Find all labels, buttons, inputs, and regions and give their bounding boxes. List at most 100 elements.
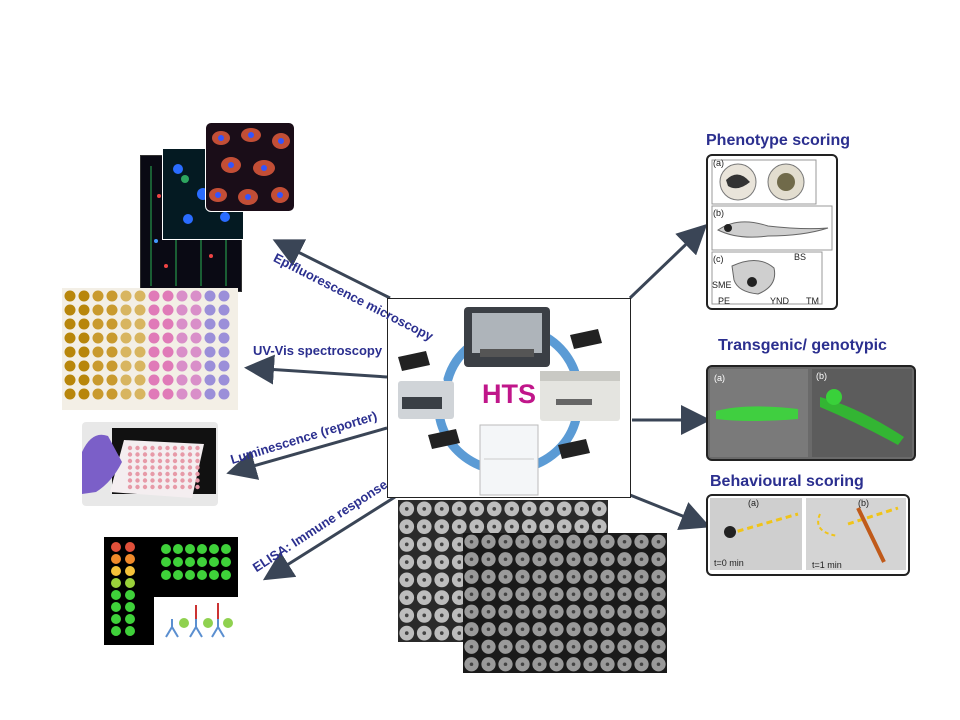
larva-mark xyxy=(439,613,444,618)
label-phenotype: Phenotype scoring xyxy=(706,132,851,149)
luminescence-well xyxy=(127,471,133,477)
larva-mark xyxy=(404,524,409,529)
larva-mark xyxy=(422,507,427,511)
elisa-well xyxy=(185,557,195,567)
phenotype-panel: (a) (b) (c) BS SME PE YND TM xyxy=(706,154,838,310)
larva-mark xyxy=(422,560,427,564)
elisa-well xyxy=(221,544,231,554)
luminescence-well xyxy=(195,484,200,490)
larva-mark xyxy=(537,609,542,614)
elisa-well xyxy=(185,544,195,554)
uvvis-well xyxy=(120,360,132,372)
larva-mark xyxy=(457,613,462,618)
phenotype-ynd: YND xyxy=(770,296,790,306)
elisa-well xyxy=(111,626,121,636)
plate-reader xyxy=(540,371,620,421)
larva-mark xyxy=(656,557,661,562)
uvvis-well xyxy=(204,304,216,316)
uvvis-well xyxy=(78,318,90,330)
elisa-well xyxy=(185,570,195,580)
larva-mark xyxy=(588,592,593,597)
larva-mark xyxy=(520,644,525,649)
uvvis-well xyxy=(204,374,216,386)
larva-mark xyxy=(422,613,427,618)
uvvis-well xyxy=(120,304,132,316)
larva-mark xyxy=(469,644,474,649)
uvvis-well xyxy=(78,374,90,386)
larva-mark xyxy=(554,539,559,544)
larva-mark xyxy=(656,574,661,579)
elisa-well xyxy=(197,544,207,554)
uvvis-well xyxy=(190,304,202,316)
behavioural-panel: (a) (b) t=0 min t=1 min xyxy=(706,494,910,576)
larva-mark xyxy=(486,592,491,597)
larva-mark xyxy=(639,592,644,597)
larva-mark xyxy=(588,644,593,649)
larva-mark xyxy=(537,574,542,579)
larva-mark xyxy=(486,627,491,632)
larva-mark xyxy=(404,613,409,618)
uvvis-well xyxy=(218,374,230,386)
uvvis-well xyxy=(148,388,160,400)
phenotype-pe: PE xyxy=(718,296,731,306)
uvvis-well xyxy=(134,332,146,344)
elisa-image xyxy=(104,537,238,645)
label-transgenic: Transgenic/ genotypic xyxy=(718,337,887,354)
uvvis-well xyxy=(106,318,118,330)
larva-mark xyxy=(404,595,409,600)
larva-mark xyxy=(439,507,444,511)
larva-mark xyxy=(571,609,576,614)
larva-mark xyxy=(439,631,444,635)
uvvis-well xyxy=(134,388,146,400)
uvvis-well xyxy=(92,332,104,344)
luminescence-well xyxy=(195,445,200,451)
larva-mark xyxy=(571,627,576,632)
larva-mark xyxy=(537,662,542,667)
uvvis-well xyxy=(148,360,160,372)
larva-mark xyxy=(520,539,525,544)
luminescence-well xyxy=(150,458,155,464)
larva-mark xyxy=(571,592,576,597)
larva-mark xyxy=(579,524,584,529)
uvvis-well xyxy=(78,290,90,302)
uvvis-well xyxy=(162,290,174,302)
larva-mark xyxy=(422,524,427,529)
luminescence-well xyxy=(165,445,170,451)
luminescence-well xyxy=(127,484,133,490)
larva-mark xyxy=(404,560,409,564)
larva-mark xyxy=(588,574,593,579)
luminescence-well xyxy=(172,484,178,490)
larva-mark xyxy=(639,539,644,544)
larva-mark xyxy=(486,609,491,614)
luminescence-well xyxy=(180,465,185,470)
luminescence-well xyxy=(180,452,185,457)
larva-mark xyxy=(571,644,576,649)
transgenic-b: (b) xyxy=(816,371,827,381)
uvvis-well xyxy=(162,304,174,316)
larva-mark xyxy=(520,662,525,667)
larva-mark xyxy=(605,574,610,579)
uvvis-well xyxy=(190,346,202,358)
behaviour-t0: t=0 min xyxy=(714,558,744,568)
uvvis-well xyxy=(64,374,76,386)
arrow-to-behavioural xyxy=(629,493,711,531)
uvvis-well xyxy=(120,388,132,400)
larva-mark xyxy=(503,662,508,667)
uvvis-well xyxy=(92,304,104,316)
luminescence-well xyxy=(135,471,140,477)
larva-mark xyxy=(486,662,491,667)
uvvis-well xyxy=(78,304,90,316)
larva-mark xyxy=(588,609,593,614)
larva-mark xyxy=(457,578,462,582)
larva-mark xyxy=(439,524,444,529)
behaviour-b: (b) xyxy=(858,498,869,508)
luminescence-well xyxy=(157,471,163,477)
larva-mark xyxy=(622,627,627,632)
uvvis-well xyxy=(204,346,216,358)
luminescence-well xyxy=(195,452,200,457)
larva-mark xyxy=(469,662,474,667)
phenotype-b: (b) xyxy=(713,208,724,218)
uvvis-well xyxy=(64,318,76,330)
larva-mark xyxy=(639,609,644,614)
larva-mark xyxy=(605,539,610,544)
